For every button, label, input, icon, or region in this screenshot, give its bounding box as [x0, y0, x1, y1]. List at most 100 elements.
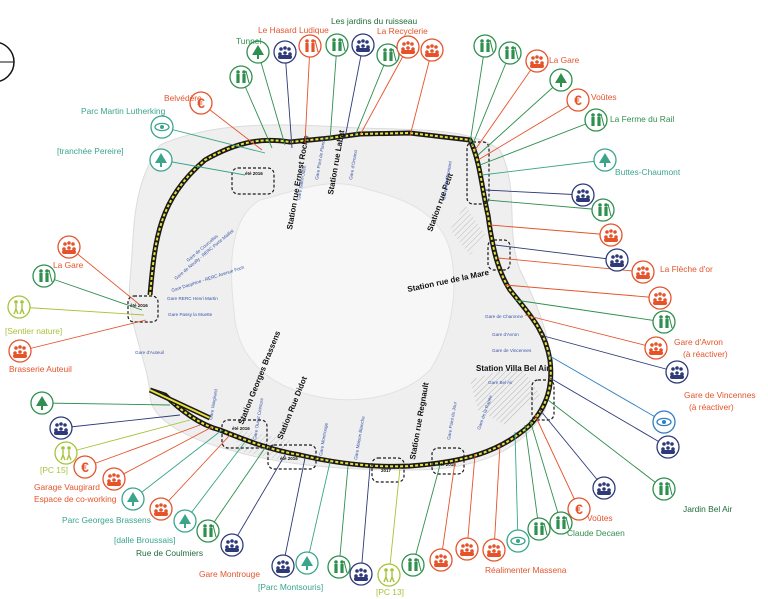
crowd-icon — [49, 416, 73, 440]
connector-line — [514, 431, 519, 542]
euro-icon: € — [73, 455, 97, 479]
connector-line — [474, 60, 538, 151]
label-voutes-se: Voûtes — [587, 513, 613, 523]
tree-icon — [246, 40, 270, 64]
label-buttes-chaumont: Buttes-Chaumont — [615, 167, 681, 177]
gardeners-icon — [229, 65, 253, 89]
label-tranchee-pereire: [tranchée Pereire] — [57, 146, 124, 156]
connector-line — [338, 465, 349, 568]
hikers-icon — [377, 563, 401, 587]
connector-line — [282, 457, 306, 567]
eye-icon — [506, 529, 530, 553]
gardeners-icon — [652, 310, 676, 334]
year-2017: 2017 — [381, 468, 392, 473]
label-brasserie-auteuil: Brasserie Auteuil — [9, 364, 72, 374]
connector-line — [160, 159, 246, 176]
svg-text:€: € — [574, 92, 582, 108]
tree-icon — [30, 391, 54, 415]
gardeners-icon — [591, 198, 615, 222]
gare-vincennes: Gare de Vincennes — [492, 348, 532, 353]
connector-line — [469, 45, 486, 144]
gare-bel-air: Gare Bel Air — [488, 380, 513, 385]
connector-line — [207, 447, 266, 532]
icon-circles: €€€€ — [7, 33, 689, 587]
connector-line — [113, 426, 213, 480]
label-jardin-bel-air: Jardin Bel Air — [683, 504, 733, 514]
gardeners-icon — [549, 511, 573, 535]
connector-line — [68, 246, 141, 306]
crowd-icon — [599, 223, 623, 247]
connector-line — [486, 199, 604, 211]
crowd-icon — [482, 538, 506, 562]
euro-icon: € — [566, 88, 590, 112]
connector-line — [306, 461, 331, 564]
connector-line — [539, 409, 605, 489]
crowd-icon — [665, 360, 689, 384]
connector-line — [65, 419, 191, 454]
gare-passy: Gare Passy la Muette — [168, 312, 213, 317]
label-parc-brassens: Parc Georges Brassens — [62, 515, 151, 525]
connector-line — [132, 429, 223, 500]
gare-saint-ouen: Gare Saint-Ouen — [296, 165, 307, 201]
connector-line — [489, 224, 612, 236]
label-tunnel: Tunnel — [236, 36, 261, 46]
gardeners-icon — [327, 555, 351, 579]
crowd-icon — [420, 38, 444, 62]
label-claude-decaen: Claude Decaen — [567, 528, 625, 538]
connector-line — [388, 467, 401, 576]
tree-icon — [149, 148, 173, 172]
gare-point-du-jour: Gare Point du Jour — [446, 401, 458, 440]
label-rue-coulmiers: Rue de Coulmiers — [136, 548, 203, 558]
crowd-icon — [656, 435, 680, 459]
label-la-recyclerie: La Recyclerie — [377, 26, 428, 36]
gardeners-icon — [498, 41, 522, 65]
label-gare-vincennes-sub: (à réactiver) — [689, 402, 734, 412]
label-gare-avron: Gare d'Avron — [674, 337, 723, 347]
connector-line — [479, 119, 597, 166]
crowd-icon — [273, 40, 297, 64]
connector-line — [504, 284, 661, 299]
gare-montrouge: Gare Montrouge — [318, 422, 329, 456]
hikers-icon — [7, 295, 31, 319]
label-ferme-rail: La Ferme du Rail — [610, 114, 674, 124]
connector-line — [524, 424, 540, 530]
gardeners-icon — [298, 34, 322, 58]
label-garage-vaugirard: Garage Vaugirard — [34, 482, 100, 492]
svg-text:€: € — [81, 459, 89, 475]
gardeners-icon — [376, 43, 400, 67]
gare-charonne: Gare de Charonne — [485, 314, 523, 319]
gardeners-icon — [527, 517, 551, 541]
connector-line — [184, 441, 246, 522]
connector-line — [329, 44, 338, 141]
crowd-icon — [396, 35, 420, 59]
svg-text:€: € — [197, 95, 205, 111]
connector-line — [547, 399, 665, 490]
crowd-icon — [644, 336, 668, 360]
compass-icon — [0, 42, 15, 82]
year-tags: été 2016 été 2016 été 2016 été 2016 2017… — [130, 171, 456, 473]
connector-line — [240, 76, 273, 149]
connector-line — [360, 466, 371, 575]
connector-line — [257, 51, 286, 146]
connector-line — [481, 159, 606, 176]
label-fleche-or: La Flèche d'or — [660, 264, 713, 274]
year-2016-north: été 2016 — [245, 171, 263, 176]
gardeners-icon — [325, 33, 349, 57]
label-realimenter-massena: Réalimenter Massena — [485, 565, 567, 575]
connector-line — [344, 44, 364, 139]
connector-line — [529, 419, 562, 524]
connector-line — [41, 402, 171, 406]
connector-line — [494, 244, 618, 261]
gardeners-icon — [32, 264, 56, 288]
connector-line — [354, 54, 389, 137]
connector-line — [200, 102, 263, 151]
connector-line — [514, 299, 665, 323]
connector-line — [440, 461, 456, 561]
connector-line — [534, 414, 580, 510]
crowd-icon — [571, 183, 595, 207]
label-sentier-nature: [Sentier nature] — [5, 326, 62, 336]
connectors — [18, 44, 678, 576]
connector-line — [484, 189, 584, 196]
tree-icon — [549, 68, 573, 92]
connector-line — [160, 434, 231, 510]
